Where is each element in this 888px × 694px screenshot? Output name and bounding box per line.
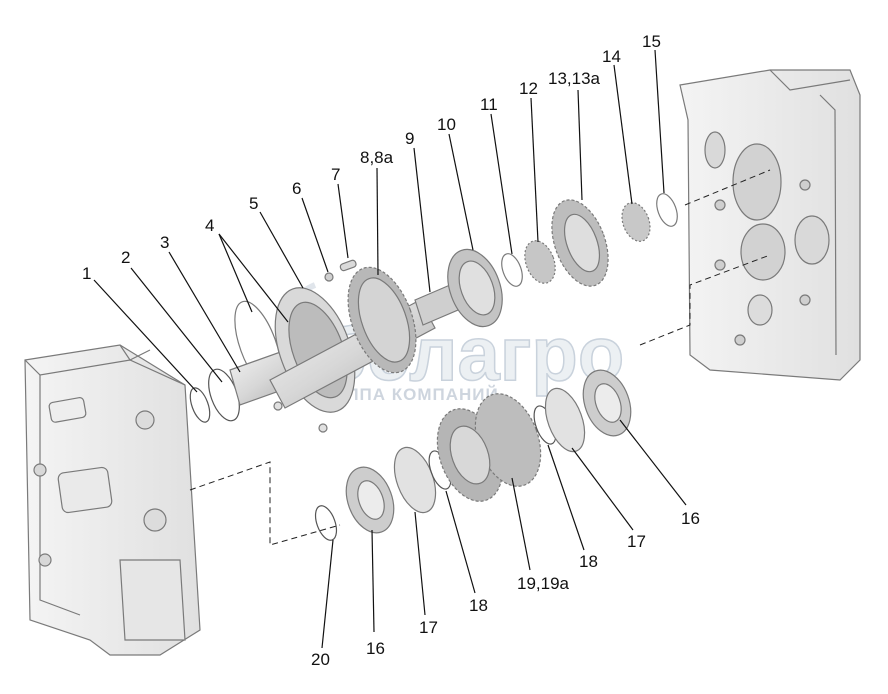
leader-17b [414, 511, 426, 616]
part-16-bearing-left [345, 466, 395, 534]
part-10-synchro [447, 248, 503, 328]
leader-16a [619, 419, 687, 506]
part-8-gear [347, 266, 417, 374]
callout-19: 19,19а [517, 574, 570, 593]
callout-6: 6 [292, 179, 301, 198]
part-12-needle-bearing [524, 240, 556, 284]
watermark-subtitle: ГРУППА КОМПАНИЙ [312, 385, 499, 404]
callout-16-right: 16 [681, 509, 700, 528]
leader-18a [547, 444, 585, 551]
callout-1: 1 [82, 264, 91, 283]
leader-11 [490, 113, 513, 255]
leader-3 [168, 251, 241, 373]
callout-18-left: 18 [469, 596, 488, 615]
callout-2: 2 [121, 248, 130, 267]
leader-6 [301, 197, 329, 273]
callout-17-right: 17 [627, 532, 646, 551]
part-16-bearing-right [582, 369, 632, 437]
part-11-ring [501, 253, 523, 287]
callout-20: 20 [311, 650, 330, 669]
part-19-gear [436, 393, 542, 502]
leader-4a [218, 233, 253, 313]
leader-17a [571, 447, 634, 531]
callout-4: 4 [205, 216, 214, 235]
leader-8 [376, 167, 379, 276]
leader-10 [448, 133, 474, 251]
callout-14: 14 [602, 47, 621, 66]
callout-13: 13,13а [548, 69, 601, 88]
leader-16b [371, 529, 375, 633]
callout-3: 3 [160, 233, 169, 252]
leader-2 [130, 267, 223, 383]
assembly-axes [189, 169, 771, 546]
leader-lines [93, 49, 687, 649]
callouts: 1 2 3 4 5 6 7 8,8а 9 10 11 12 13,13а 14 … [82, 32, 700, 669]
callout-15: 15 [642, 32, 661, 51]
part-6-ball [324, 272, 334, 282]
leader-1 [93, 279, 198, 393]
leader-15 [654, 49, 665, 194]
callout-10: 10 [437, 115, 456, 134]
leader-9 [413, 147, 431, 293]
callout-16-left: 16 [366, 639, 385, 658]
part-7-pin [339, 259, 357, 272]
lower-shaft-assembly [314, 369, 632, 541]
part-14-needle-bearing [621, 202, 651, 242]
upper-shaft-assembly [189, 193, 678, 433]
leader-19 [511, 477, 531, 571]
callout-7: 7 [331, 165, 340, 184]
callout-5: 5 [249, 194, 258, 213]
leader-20 [321, 539, 334, 649]
leader-5 [259, 211, 304, 289]
part-17-shim-right [544, 387, 586, 453]
callout-11: 11 [480, 95, 498, 114]
part-13-gear [551, 199, 609, 287]
callout-17-left: 17 [419, 618, 438, 637]
leader-18b [445, 490, 476, 594]
part-15-washer [656, 193, 678, 227]
callout-18-right: 18 [579, 552, 598, 571]
left-housing [24, 344, 201, 656]
leader-13 [577, 89, 583, 201]
leader-14 [613, 64, 633, 205]
right-housing [679, 69, 861, 381]
callout-9: 9 [405, 129, 414, 148]
callout-8: 8,8а [360, 148, 394, 167]
part-20-snap-ring [314, 505, 338, 541]
leader-4b [218, 233, 289, 323]
leader-12 [530, 97, 539, 243]
leader-7 [337, 183, 349, 259]
callout-12: 12 [519, 79, 538, 98]
